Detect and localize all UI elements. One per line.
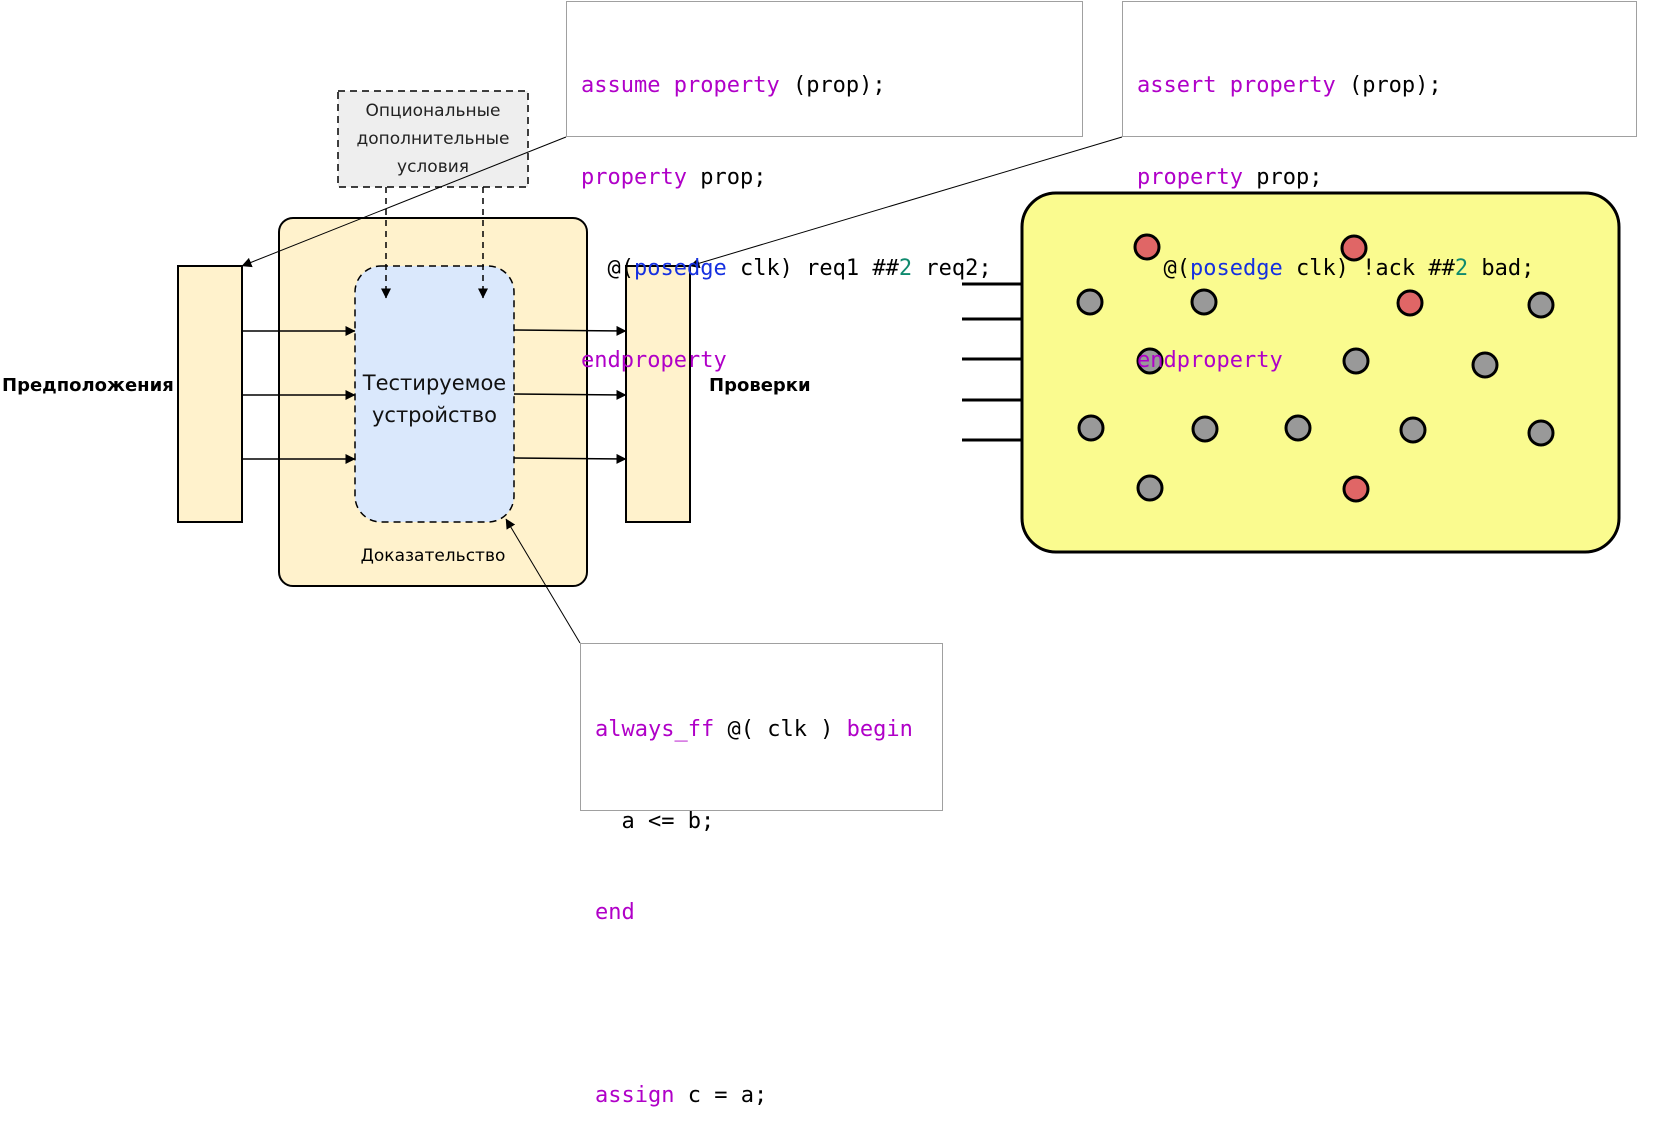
reachable-state-node xyxy=(1399,416,1427,444)
assume-code-line-4: endproperty xyxy=(581,346,1068,377)
diagram-canvas xyxy=(177,90,1621,644)
dut-label: Тестируемое устройство xyxy=(355,367,514,431)
dut-label-line2: устройство xyxy=(371,403,498,427)
state-space-inputs xyxy=(962,282,1022,442)
code-keyword: property xyxy=(581,164,687,190)
assert-code-box: assert property (prop); property prop; @… xyxy=(1122,1,1637,373)
state-space-box xyxy=(1020,191,1621,554)
reachable-state-node xyxy=(1190,288,1218,316)
rtl-code-line-4 xyxy=(595,990,928,1021)
code-text: @( xyxy=(1137,256,1190,281)
rtl-code-box: always_ff @( clk ) begin a <= b; end ass… xyxy=(580,643,943,1108)
code-keyword: property xyxy=(1137,164,1243,190)
code-keyword: end xyxy=(595,900,635,925)
bad-state-node xyxy=(1133,233,1161,261)
code-keyword: property xyxy=(1229,73,1336,98)
code-text: c = a; xyxy=(674,1083,768,1108)
proof-label: Доказательство xyxy=(360,546,506,566)
code-number: 2 xyxy=(1454,256,1469,281)
code-keyword: endproperty xyxy=(581,347,727,373)
reachable-state-node xyxy=(1191,415,1219,443)
code-keyword: assign xyxy=(595,1083,675,1108)
assert-code-line-3: @(posedge clk) !ack ##2 bad; xyxy=(1137,254,1622,285)
code-keyword: property xyxy=(673,73,780,98)
code-text: req2; xyxy=(912,256,992,281)
dut-label-line1: Тестируемое xyxy=(362,371,507,395)
assert-code-line-4: endproperty xyxy=(1137,346,1622,377)
code-text: (prop); xyxy=(1335,73,1442,98)
rtl-code-line-5: assign c = a; xyxy=(595,1081,928,1112)
optional-label-line1: Опциональные xyxy=(365,101,501,121)
checks-label: Проверки xyxy=(709,375,811,396)
code-keyword: assert xyxy=(1137,73,1217,98)
code-text: @( xyxy=(581,256,634,281)
reachable-state-node xyxy=(1077,414,1105,442)
assert-callout-arrow xyxy=(689,136,1123,269)
optional-label-line3: условия xyxy=(397,157,469,177)
reachable-state-node xyxy=(1342,347,1370,375)
rtl-callout-arrow xyxy=(505,518,581,644)
code-type: posedge xyxy=(633,256,727,281)
code-text: clk) !ack ## xyxy=(1282,256,1455,281)
reachable-state-node xyxy=(1527,419,1555,447)
assume-code-line-2: property prop; xyxy=(581,163,1068,194)
optional-label: Опциональные дополнительные условия xyxy=(338,97,528,181)
assume-code-line-1: assume property (prop); xyxy=(581,71,1068,102)
code-number: 2 xyxy=(898,256,913,281)
bad-state-node xyxy=(1340,234,1368,262)
code-text: prop; xyxy=(1242,164,1323,190)
code-keyword: endproperty xyxy=(1137,347,1283,373)
optional-constraints-block xyxy=(337,90,529,188)
code-text: (prop); xyxy=(779,73,886,98)
assume-code-box: assume property (prop); property prop; @… xyxy=(566,1,1083,373)
output-arrow-3 xyxy=(513,453,627,464)
assumptions-label: Предположения xyxy=(2,375,174,396)
assume-code-line-3: @(posedge clk) req1 ##2 req2; xyxy=(581,254,1068,285)
reachable-state-node xyxy=(1076,288,1104,316)
assume-callout-arrow xyxy=(241,136,567,268)
code-type: posedge xyxy=(1189,256,1283,281)
rtl-code-line-3: end xyxy=(595,898,928,929)
code-keyword: begin xyxy=(846,717,913,742)
code-text: bad; xyxy=(1468,256,1535,281)
state-nodes xyxy=(1076,233,1555,503)
rtl-code-line-2: a <= b; xyxy=(595,807,928,838)
optional-label-line2: дополнительные xyxy=(356,129,510,149)
assert-code-line-1: assert property (prop); xyxy=(1137,71,1622,102)
reachable-state-node xyxy=(1527,291,1555,319)
code-text: prop; xyxy=(686,164,767,190)
assert-code-line-2: property prop; xyxy=(1137,163,1622,194)
output-arrow-1 xyxy=(513,325,627,336)
code-text: a <= b; xyxy=(595,808,715,834)
bad-state-node xyxy=(1342,475,1370,503)
code-text: clk) req1 ## xyxy=(726,256,899,281)
reachable-state-node xyxy=(1136,347,1164,375)
reachable-state-node xyxy=(1284,414,1312,442)
assumptions-block xyxy=(177,265,243,523)
rtl-code-line-1: always_ff @( clk ) begin xyxy=(595,715,928,746)
code-text: @( clk ) xyxy=(714,717,847,742)
reachable-state-node xyxy=(1136,474,1164,502)
code-keyword: always_ff xyxy=(595,717,715,742)
reachable-state-node xyxy=(1471,351,1499,379)
code-keyword: assume xyxy=(581,73,661,98)
checks-block xyxy=(625,265,691,523)
bad-state-node xyxy=(1396,289,1424,317)
output-arrow-2 xyxy=(513,389,627,400)
